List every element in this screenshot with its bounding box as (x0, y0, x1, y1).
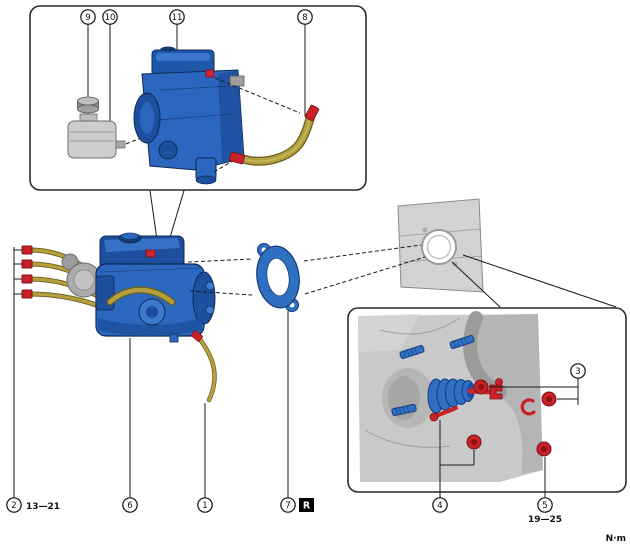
pipe-fitting (21, 274, 33, 284)
svg-text:11: 11 (172, 13, 183, 23)
svg-text:9: 9 (85, 13, 90, 23)
r-marker: R (299, 498, 314, 512)
brake-hose (229, 104, 320, 166)
svg-text:4: 4 (437, 501, 442, 511)
svg-text:7: 7 (285, 501, 290, 511)
callout-8: 8 (297, 9, 313, 25)
mounting-nuts (466, 379, 557, 457)
pipe-fitting (21, 259, 33, 269)
torque-label-front: 13—21 (26, 502, 60, 512)
mounting-stud (391, 403, 417, 417)
mounting-stud (399, 344, 425, 360)
callout-1: 1 (197, 497, 213, 513)
callout-7: 7 (280, 497, 296, 513)
fluid-reservoir (67, 113, 144, 159)
callout-9: 9 (80, 9, 96, 25)
svg-text:10: 10 (105, 13, 116, 23)
zoom-leader-right (462, 254, 617, 308)
drain-hose (190, 330, 217, 403)
pipe-fitting (21, 289, 33, 299)
abs-master-unit (133, 46, 245, 185)
callout-4-bracket (439, 420, 475, 498)
callout-5: 5 (537, 497, 553, 513)
master-cylinder-assembly (61, 232, 216, 343)
svg-text:5: 5 (542, 501, 547, 511)
clevis-pin (429, 406, 458, 422)
mounting-gasket (256, 243, 300, 312)
firewall-panel (397, 198, 484, 293)
svg-text:1: 1 (202, 501, 207, 511)
callout-6: 6 (122, 497, 138, 513)
svg-text:6: 6 (127, 501, 132, 511)
callout-11: 11 (169, 9, 185, 25)
zoom-leader-left (451, 261, 501, 308)
mounting-stud (449, 334, 475, 350)
callout-3-bracket (489, 378, 579, 405)
torque-label-rear: 19—25 (528, 515, 562, 525)
c-clip (520, 398, 536, 416)
svg-text:R: R (303, 501, 311, 512)
svg-text:8: 8 (302, 13, 307, 23)
svg-text:2: 2 (11, 501, 16, 511)
callout-2-bracket (13, 247, 22, 498)
callout-4: 4 (432, 497, 448, 513)
top-port-fitting (145, 249, 156, 258)
mounting-scene (358, 311, 557, 482)
hose-port-fitting (205, 69, 215, 78)
detail-box-top (29, 5, 367, 191)
hose-route-dash (214, 77, 301, 114)
hose-end-fitting (229, 151, 245, 165)
callout-2: 2 (6, 497, 22, 513)
callout-3: 3 (570, 363, 586, 379)
unit-label: N·m (606, 534, 626, 544)
hose-end-fitting (304, 104, 320, 122)
alignment-dashes (187, 244, 426, 296)
detail-box-mounting (347, 307, 627, 493)
callout-10: 10 (102, 9, 118, 25)
svg-text:3: 3 (575, 367, 580, 377)
pipe-fitting (21, 245, 33, 255)
